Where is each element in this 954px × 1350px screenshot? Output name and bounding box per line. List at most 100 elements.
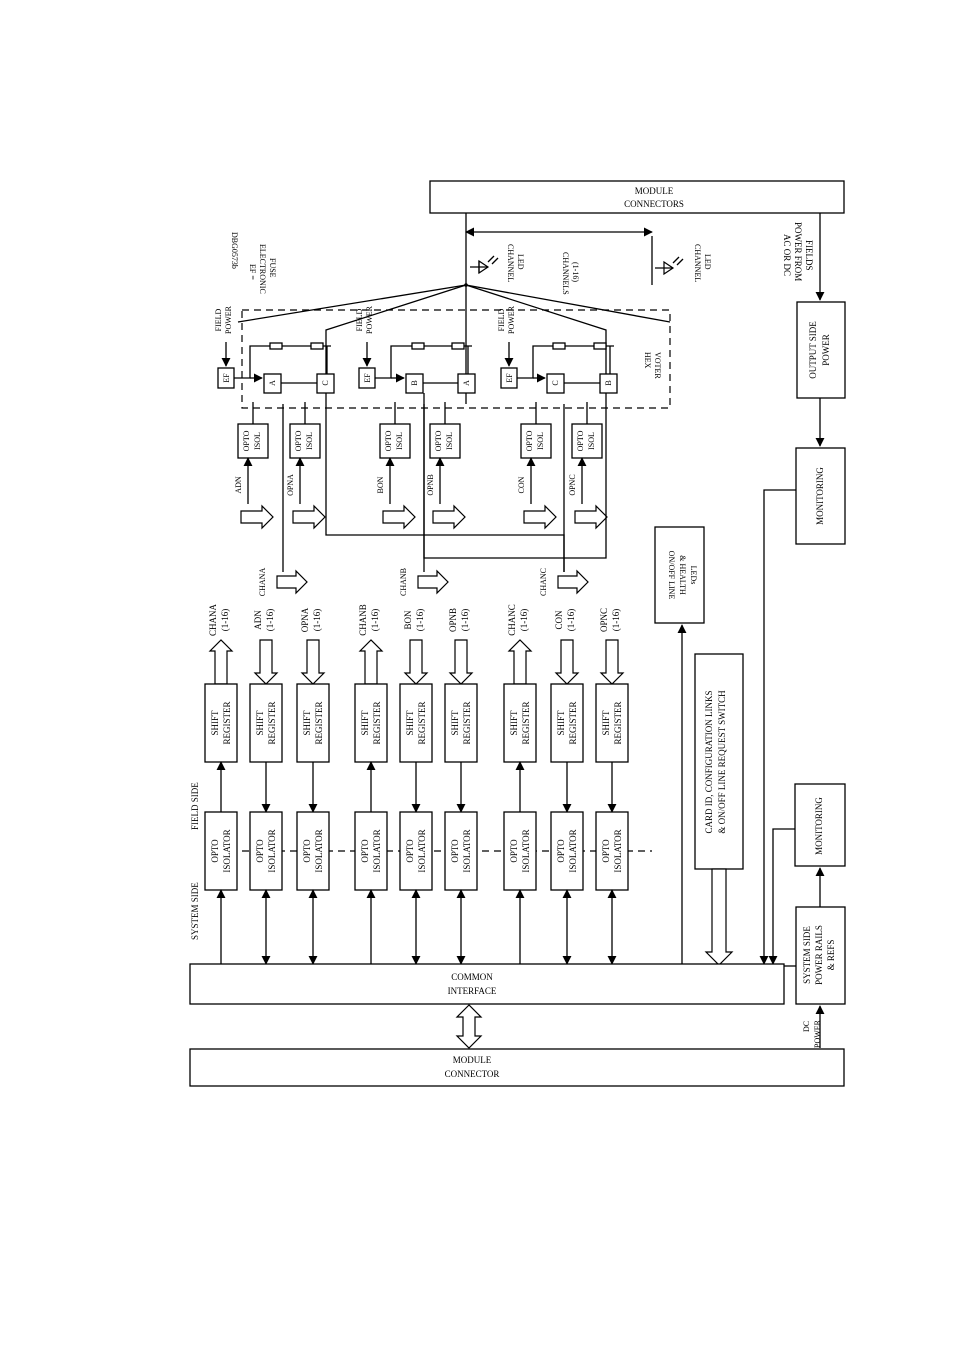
opto-isolator	[550, 811, 584, 891]
svg-text:CHANNEL: CHANNEL	[506, 244, 515, 282]
opto-isolator	[354, 811, 388, 891]
svg-text:LED: LED	[516, 254, 525, 270]
opto-isolator	[296, 811, 330, 891]
resistor	[593, 342, 607, 350]
svg-text:ELECTRONIC: ELECTRONIC	[258, 244, 267, 294]
common-interface-block: COMMON INTERFACE	[189, 963, 785, 1005]
ef-legend: EF = ELECTRONIC FUSE	[248, 244, 277, 294]
shift-register	[354, 683, 388, 763]
undefined: CHANC	[507, 604, 517, 636]
chan-output-chana: CHANA	[258, 404, 308, 597]
undefined: CHANA	[258, 568, 267, 597]
undefined: OPTO	[360, 839, 370, 863]
resistor	[411, 342, 425, 350]
output-side-power-block: OUTPUT SIDE POWER	[796, 301, 846, 399]
monitoring-block-system: MONITORING	[794, 783, 846, 867]
svg-text:FIELDS: FIELDS	[804, 240, 814, 271]
shift-register	[399, 683, 433, 763]
ef-label: EF	[363, 373, 372, 383]
undefined: REGISTER	[267, 701, 277, 744]
undefined: SHIFT	[302, 710, 312, 736]
hex-voter-region	[241, 309, 671, 409]
undefined: OPTO	[210, 839, 220, 863]
channel-led-icon	[655, 256, 684, 276]
field-power-label: POWER	[507, 305, 516, 334]
voter-cell-label: A	[462, 380, 471, 386]
undefined: OPTO	[302, 839, 312, 863]
undefined: SHIFT	[405, 710, 415, 736]
undefined: ISOL	[305, 432, 314, 450]
undefined: OPTO	[294, 430, 303, 451]
shift-register	[444, 683, 478, 763]
hollow-arrow-in	[599, 639, 625, 685]
svg-text:& REFS: & REFS	[826, 940, 836, 971]
field-signal-arrow	[432, 504, 466, 530]
undefined: ISOLATOR	[314, 829, 324, 872]
svg-text:& HEALTH: & HEALTH	[678, 555, 687, 595]
field-signal-arrow	[574, 504, 608, 530]
channel-led-label: CHANNEL LED	[506, 244, 525, 282]
undefined: OPTO	[434, 430, 443, 451]
field-power-label: FIELD	[214, 308, 223, 331]
undefined: SHIFT	[360, 710, 370, 736]
undefined: ISOLATOR	[613, 829, 623, 872]
svg-text:SYSTEM SIDE: SYSTEM SIDE	[802, 926, 812, 984]
dc-power-label: DC POWER	[802, 1019, 822, 1048]
shift-register	[204, 683, 238, 763]
svg-text:MODULE: MODULE	[635, 186, 674, 196]
svg-text:POWER: POWER	[813, 1019, 822, 1048]
svg-text:CHANNELS: CHANNELS	[561, 252, 570, 295]
svg-text:EF =: EF =	[248, 264, 257, 280]
svg-text:FIELD SIDE: FIELD SIDE	[190, 782, 200, 830]
module-connectors-block: MODULE CONNECTORS	[429, 180, 845, 214]
undefined: OPNB	[448, 608, 458, 632]
channels-label: CHANNELS (1-16)	[561, 252, 580, 295]
undefined: SHIFT	[450, 710, 460, 736]
undefined: CHANB	[399, 568, 408, 596]
voter-cell-label: C	[321, 380, 330, 385]
svg-text:SYSTEM SIDE: SYSTEM SIDE	[190, 882, 200, 940]
ac-dc-power-label: AC OR DC POWER FROM FIELDS	[782, 222, 814, 281]
figure-code: DBG0573b	[230, 232, 239, 269]
undefined: REGISTER	[521, 701, 531, 744]
undefined: SHIFT	[601, 710, 611, 736]
channel-led-label: CHANNEL LED	[693, 244, 712, 282]
shift-register	[595, 683, 629, 763]
svg-text:COMMON: COMMON	[451, 972, 493, 982]
undefined: OPTO	[384, 430, 393, 451]
undefined: CHANB	[358, 604, 368, 636]
field-signal-arrow	[240, 504, 274, 530]
undefined: ISOL	[445, 432, 454, 450]
field-power-label: FIELD	[355, 308, 364, 331]
undefined: (1-16)	[566, 609, 576, 632]
on-off-health-leds-block: ON/OFF LINE & HEALTH LEDs	[654, 526, 705, 624]
hollow-arrow-in	[253, 639, 279, 685]
undefined: REGISTER	[462, 701, 472, 744]
field-power-label: POWER	[224, 305, 233, 334]
undefined: OPTO	[556, 839, 566, 863]
undefined: OPTO	[525, 430, 534, 451]
undefined: OPTO	[509, 839, 519, 863]
chan-output-arrow	[557, 569, 589, 595]
undefined: (1-16)	[415, 609, 425, 632]
undefined: REGISTER	[568, 701, 578, 744]
module-connector-block: MODULE CONNECTOR	[189, 1048, 845, 1087]
hollow-arrow-in	[300, 639, 326, 685]
voter-cell-label: B	[604, 380, 613, 385]
svg-text:FUSE: FUSE	[268, 258, 277, 278]
undefined: OPNC	[568, 474, 577, 495]
opto-isolator	[444, 811, 478, 891]
field-signal-arrow	[382, 504, 416, 530]
resistor	[552, 342, 566, 350]
resistor	[269, 342, 283, 350]
undefined: OPNC	[599, 608, 609, 632]
